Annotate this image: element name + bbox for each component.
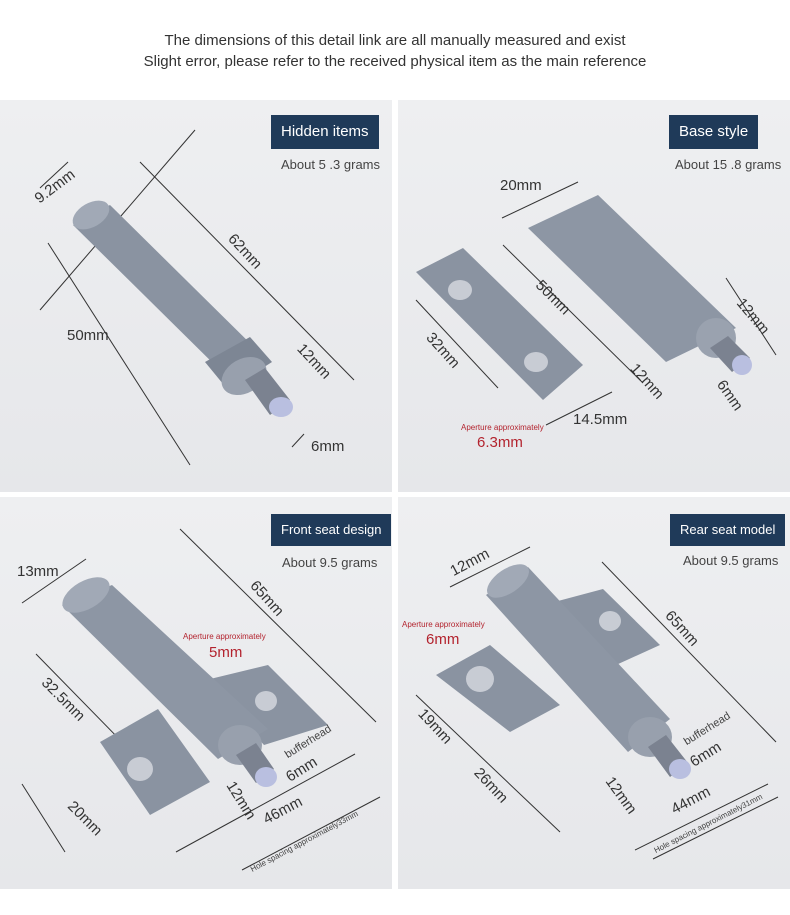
- damper-body-base: [528, 195, 752, 375]
- panel-tag-rear: Rear seat model: [670, 514, 786, 546]
- weight-front: About 9.5 grams: [282, 555, 378, 570]
- panel-hidden-items: Hidden items About 5 .3 grams 9.2mm 62mm…: [0, 100, 392, 492]
- damper-body-front: [62, 577, 277, 787]
- weight-hidden: About 5 .3 grams: [281, 157, 380, 172]
- panel-base-style: Base style About 15 .8 grams 20mm 50mm 1…: [398, 100, 790, 492]
- panel-rear-seat: Rear seat model About 9.5 grams 12mm Ape…: [398, 497, 790, 889]
- weight-base: About 15 .8 grams: [675, 157, 782, 172]
- rear-plate: [436, 589, 660, 732]
- panel-tag-front: Front seat design: [271, 514, 392, 546]
- dim-6mm: 6mm: [311, 438, 345, 455]
- damper-illustration-rear: [415, 546, 779, 860]
- aperture-value-base: 6.3mm: [477, 434, 523, 451]
- damper-illustration-base: [415, 181, 777, 426]
- dim-20mm: 20mm: [500, 177, 542, 194]
- page-header: The dimensions of this detail link are a…: [0, 30, 790, 72]
- damper-illustration-front: [21, 528, 381, 871]
- weight-rear: About 9.5 grams: [683, 553, 779, 568]
- aperture-label-base: Aperture approximately: [461, 423, 544, 432]
- dim-13mm: 13mm: [17, 563, 59, 580]
- dim-50mm: 50mm: [67, 327, 109, 344]
- panel-tag-base: Base style: [669, 115, 759, 149]
- base-plate: [416, 248, 583, 400]
- front-plate: [100, 665, 328, 815]
- damper-body: [72, 200, 293, 417]
- aperture-label-front: Aperture approximately: [183, 632, 266, 641]
- dim-14-5mm: 14.5mm: [573, 411, 628, 428]
- damper-illustration-hidden: [39, 129, 355, 466]
- panel-front-seat: Front seat design About 9.5 grams 13mm 6…: [0, 497, 392, 889]
- aperture-value-rear: 6mm: [426, 631, 460, 648]
- aperture-label-rear: Aperture approximately: [402, 620, 485, 629]
- aperture-value-front: 5mm: [209, 644, 243, 661]
- panel-tag-hidden: Hidden items: [271, 115, 379, 149]
- header-line-2: Slight error, please refer to the receiv…: [143, 53, 647, 70]
- header-line-1: The dimensions of this detail link are a…: [164, 32, 626, 49]
- damper-body-rear: [486, 564, 691, 779]
